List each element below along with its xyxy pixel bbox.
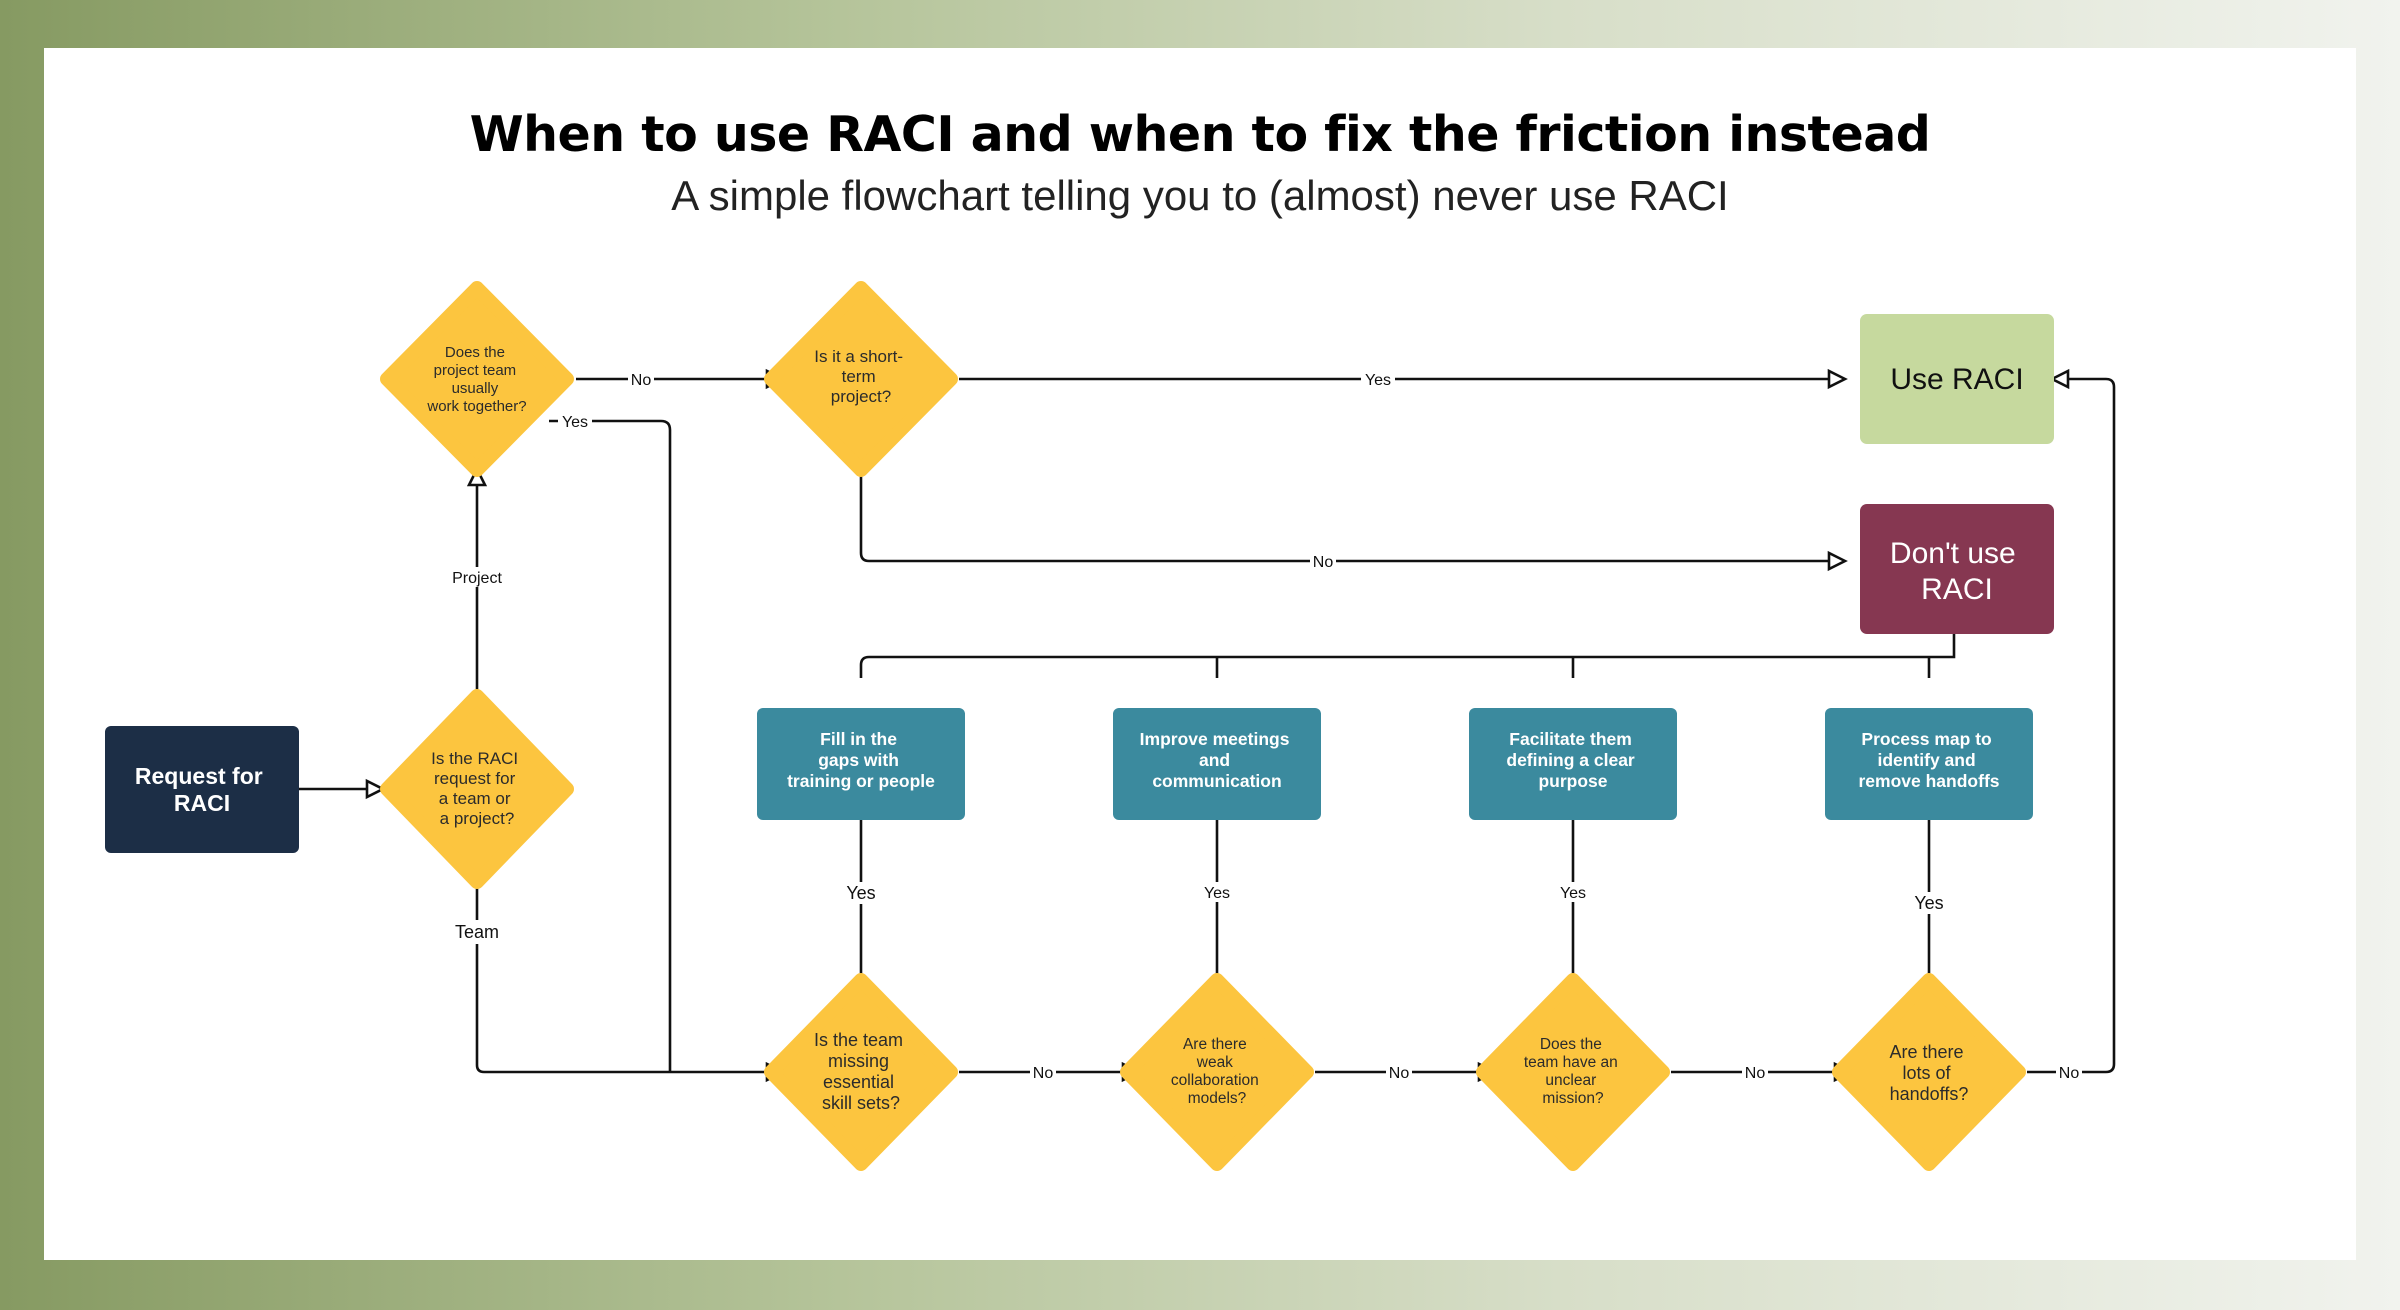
svg-text:Are there weak col: Are there weak collaboration models?	[1171, 1036, 1263, 1107]
svg-text:Request for RACI: Request for RACI	[135, 763, 269, 816]
label-project: Project	[452, 570, 502, 587]
connector-together-to-skills	[549, 419, 672, 1072]
svg-text:Improve meetings and: Improve meetings and communication	[1140, 729, 1295, 791]
svg-text:Facilitate them defining: Facilitate them defining a clear purpose	[1506, 729, 1639, 791]
diagram-title: When to use RACI and when to fix the fri…	[470, 106, 1931, 163]
start-label-line: RACI	[174, 790, 230, 816]
arrowhead	[365, 778, 386, 800]
svg-text:Don't use RACI: Don't use RACI	[1890, 537, 2024, 606]
label-yes: Yes	[562, 414, 588, 431]
svg-text:Process map to identify: Process map to identify and remove hando…	[1859, 729, 2000, 791]
svg-text:Does the team have an: Does the team have an unclear mission?	[1524, 1036, 1622, 1107]
action-improve-meetings: Improve meetings and communication	[1113, 708, 1321, 820]
arrowhead	[1827, 550, 1848, 572]
decision-lots-of-handoffs: Are there lots of handoffs?	[1832, 973, 2026, 1171]
label-no: No	[1313, 554, 1334, 571]
decision-missing-skills: Is the team missing essential skill sets…	[764, 973, 958, 1171]
arrowhead	[1827, 368, 1848, 390]
svg-text:Is the RACI request for: Is the RACI request for a team or a proj…	[431, 749, 523, 828]
label-no: No	[1389, 1065, 1410, 1082]
svg-text:Is the team missing: Is the team missing essential skill sets…	[814, 1030, 908, 1113]
svg-text:Fill in the gaps with: Fill in the gaps with training or people	[787, 729, 935, 791]
connector-actions-to-dont-use	[859, 632, 1956, 678]
label-yes: Yes	[1365, 372, 1391, 389]
svg-text:Does the project team: Does the project team usually work toget…	[426, 344, 526, 415]
action-fill-gaps: Fill in the gaps with training or people	[757, 708, 965, 820]
flowchart: When to use RACI and when to fix the fri…	[105, 106, 2116, 1171]
decision-unclear-mission: Does the team have an unclear mission?	[1476, 973, 1670, 1171]
decision-work-together: Does the project team usually work toget…	[380, 281, 574, 477]
label-no: No	[1033, 1065, 1054, 1082]
svg-text:Use RACI: Use RACI	[1890, 363, 2023, 396]
arrowhead	[2049, 368, 2070, 390]
action-process-map: Process map to identify and remove hando…	[1825, 708, 2033, 820]
label-no: No	[1745, 1065, 1766, 1082]
connector-short-to-dont-use	[859, 475, 1829, 563]
label-yes: Yes	[1204, 885, 1230, 902]
decision-team-or-project: Is the RACI request for a team or a proj…	[380, 689, 574, 889]
action-define-purpose: Facilitate them defining a clear purpose	[1469, 708, 1677, 820]
outcome-dont-use-raci: Don't use RACI	[1860, 504, 2054, 634]
label-team: Team	[455, 922, 499, 942]
decision-short-term: Is it a short- term project?	[764, 281, 958, 477]
svg-text:Are there lots of: Are there lots of handoffs?	[1889, 1042, 1968, 1104]
label-no: No	[631, 372, 652, 389]
label-yes: Yes	[1560, 885, 1586, 902]
connector-handoffs-to-use-raci	[2027, 377, 2116, 1074]
start-node: Request for RACI	[105, 726, 299, 853]
decision-weak-collaboration: Are there weak collaboration models?	[1120, 973, 1314, 1171]
diagram-card: When to use RACI and when to fix the fri…	[44, 48, 2356, 1260]
label-no: No	[2059, 1065, 2080, 1082]
connector-labels: Project Team No Yes Yes No Yes Yes Yes Y…	[452, 370, 2082, 1082]
start-label-line: Request for	[135, 763, 263, 789]
diagram-subtitle: A simple flowchart telling you to (almos…	[671, 172, 1728, 219]
label-yes: Yes	[1914, 893, 1943, 913]
outcome-use-raci: Use RACI	[1860, 314, 2054, 444]
svg-text:Is it a short- term: Is it a short- term project?	[814, 347, 908, 406]
label-yes: Yes	[846, 883, 875, 903]
connector-type-to-skills	[475, 888, 767, 1074]
